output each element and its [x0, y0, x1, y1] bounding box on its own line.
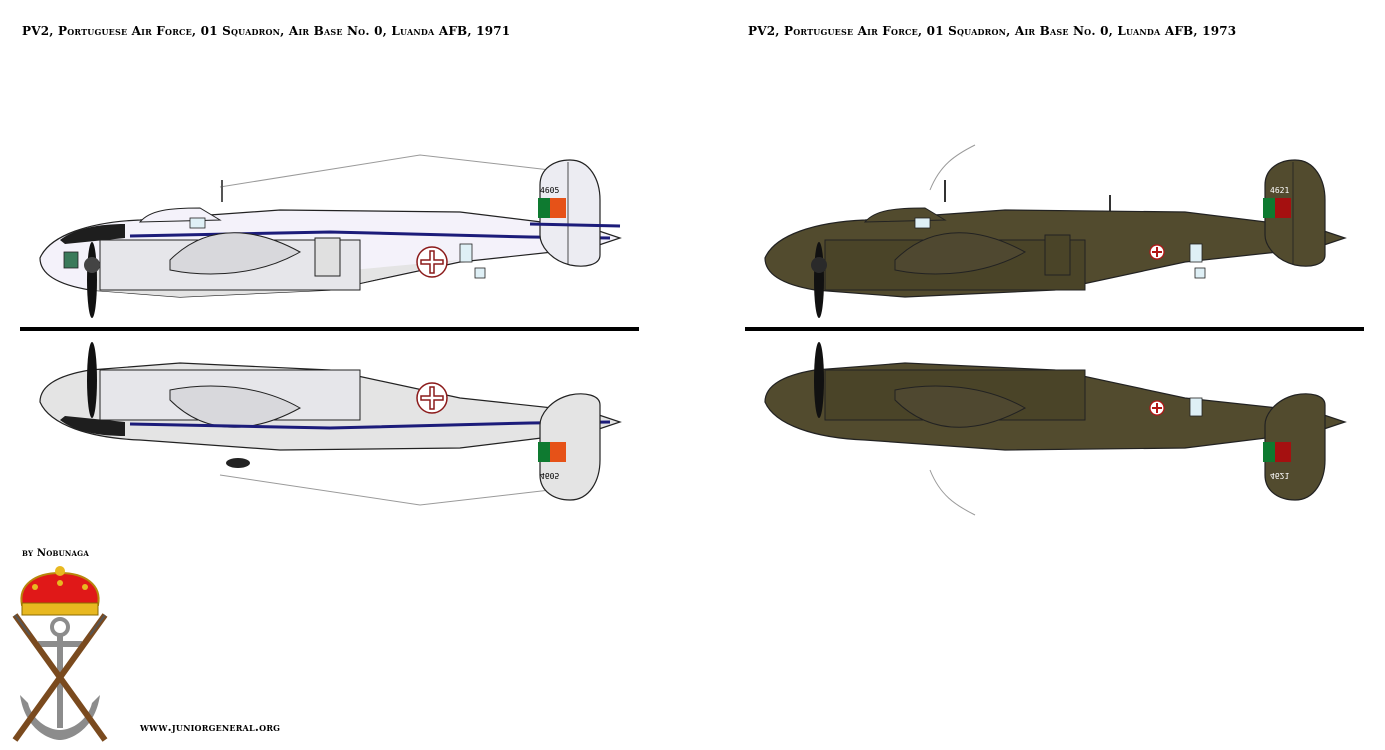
aircraft-side-view-left: 4605 — [39, 154, 622, 318]
serial-left: 4605 — [540, 186, 559, 195]
cross-of-christ-roundel-left — [416, 246, 448, 278]
credit-text: by Nobunaga — [22, 548, 89, 559]
tail-fin-right — [1264, 159, 1326, 267]
crossed-rifles-icon — [12, 613, 108, 742]
aircraft-side-view-right: 4621 — [764, 144, 1347, 318]
serial-underside-right: 4621 — [1270, 471, 1289, 480]
aircraft-underside-view-left: 4605 — [39, 342, 622, 506]
aircraft-underside-view-right: 4621 — [764, 342, 1347, 516]
website-link[interactable]: www.juniorgeneral.org — [140, 720, 281, 734]
divider-left — [20, 327, 639, 331]
divider-right — [745, 327, 1364, 331]
cross-of-christ-roundel-right — [1149, 244, 1165, 260]
plate-caption-right: PV2, Portuguese Air Force, 01 Squadron, … — [748, 24, 1237, 38]
plate-caption-left: PV2, Portuguese Air Force, 01 Squadron, … — [22, 24, 511, 38]
serial-underside-left: 4605 — [540, 471, 559, 480]
portuguese-army-crest-emblem — [12, 566, 108, 742]
tail-fin-left — [539, 159, 601, 267]
serial-right: 4621 — [1270, 186, 1289, 195]
